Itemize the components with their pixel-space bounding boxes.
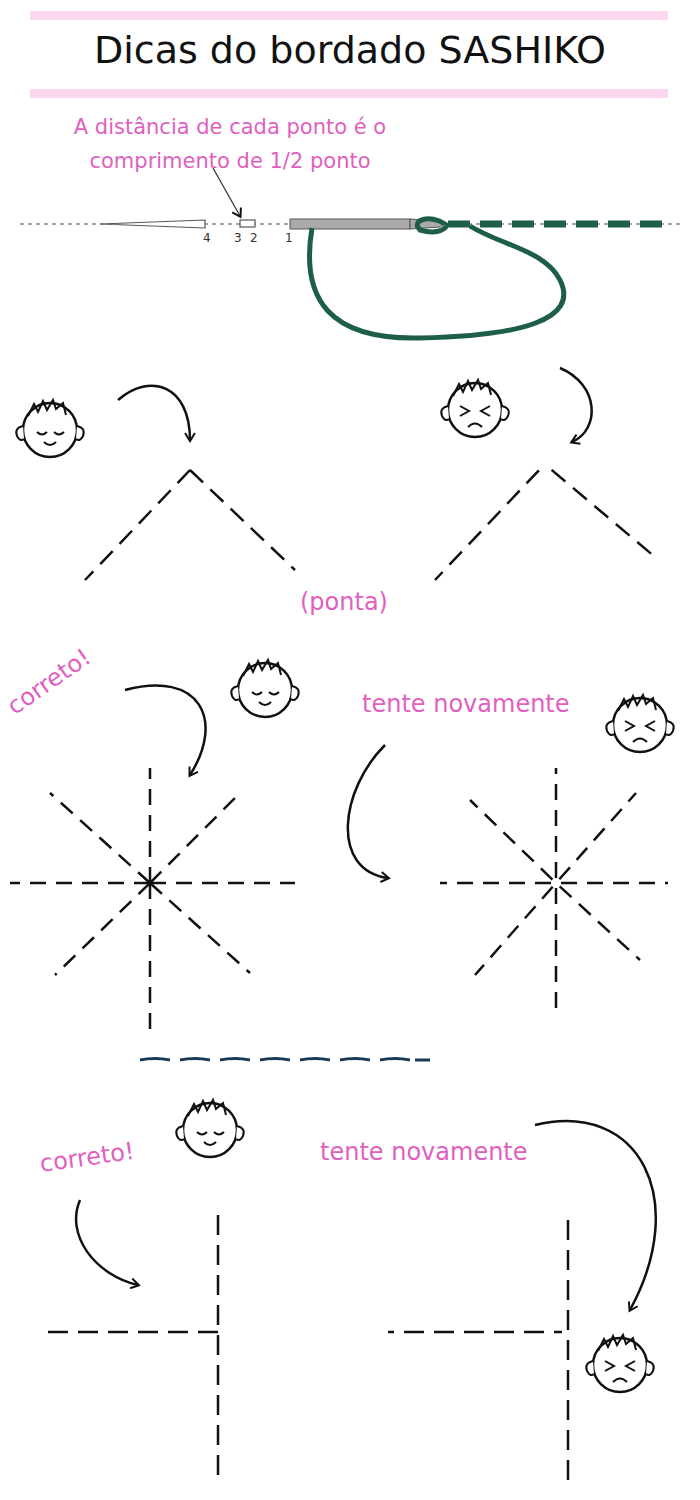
callout-number: 4 (202, 231, 212, 245)
callout-number: 3 (233, 231, 243, 245)
correct-label: correto! (2, 643, 96, 721)
note-text: A distância de cada ponto é o compriment… (40, 110, 420, 178)
callout-number: 1 (284, 231, 294, 245)
retry-label: tente novamente (320, 1138, 528, 1166)
point-label: (ponta) (300, 588, 388, 616)
callout-number: 2 (249, 231, 259, 245)
page-title: Dicas do bordado SASHIKO (0, 28, 700, 72)
correct-label: correto! (38, 1137, 136, 1178)
retry-label: tente novamente (362, 690, 570, 718)
